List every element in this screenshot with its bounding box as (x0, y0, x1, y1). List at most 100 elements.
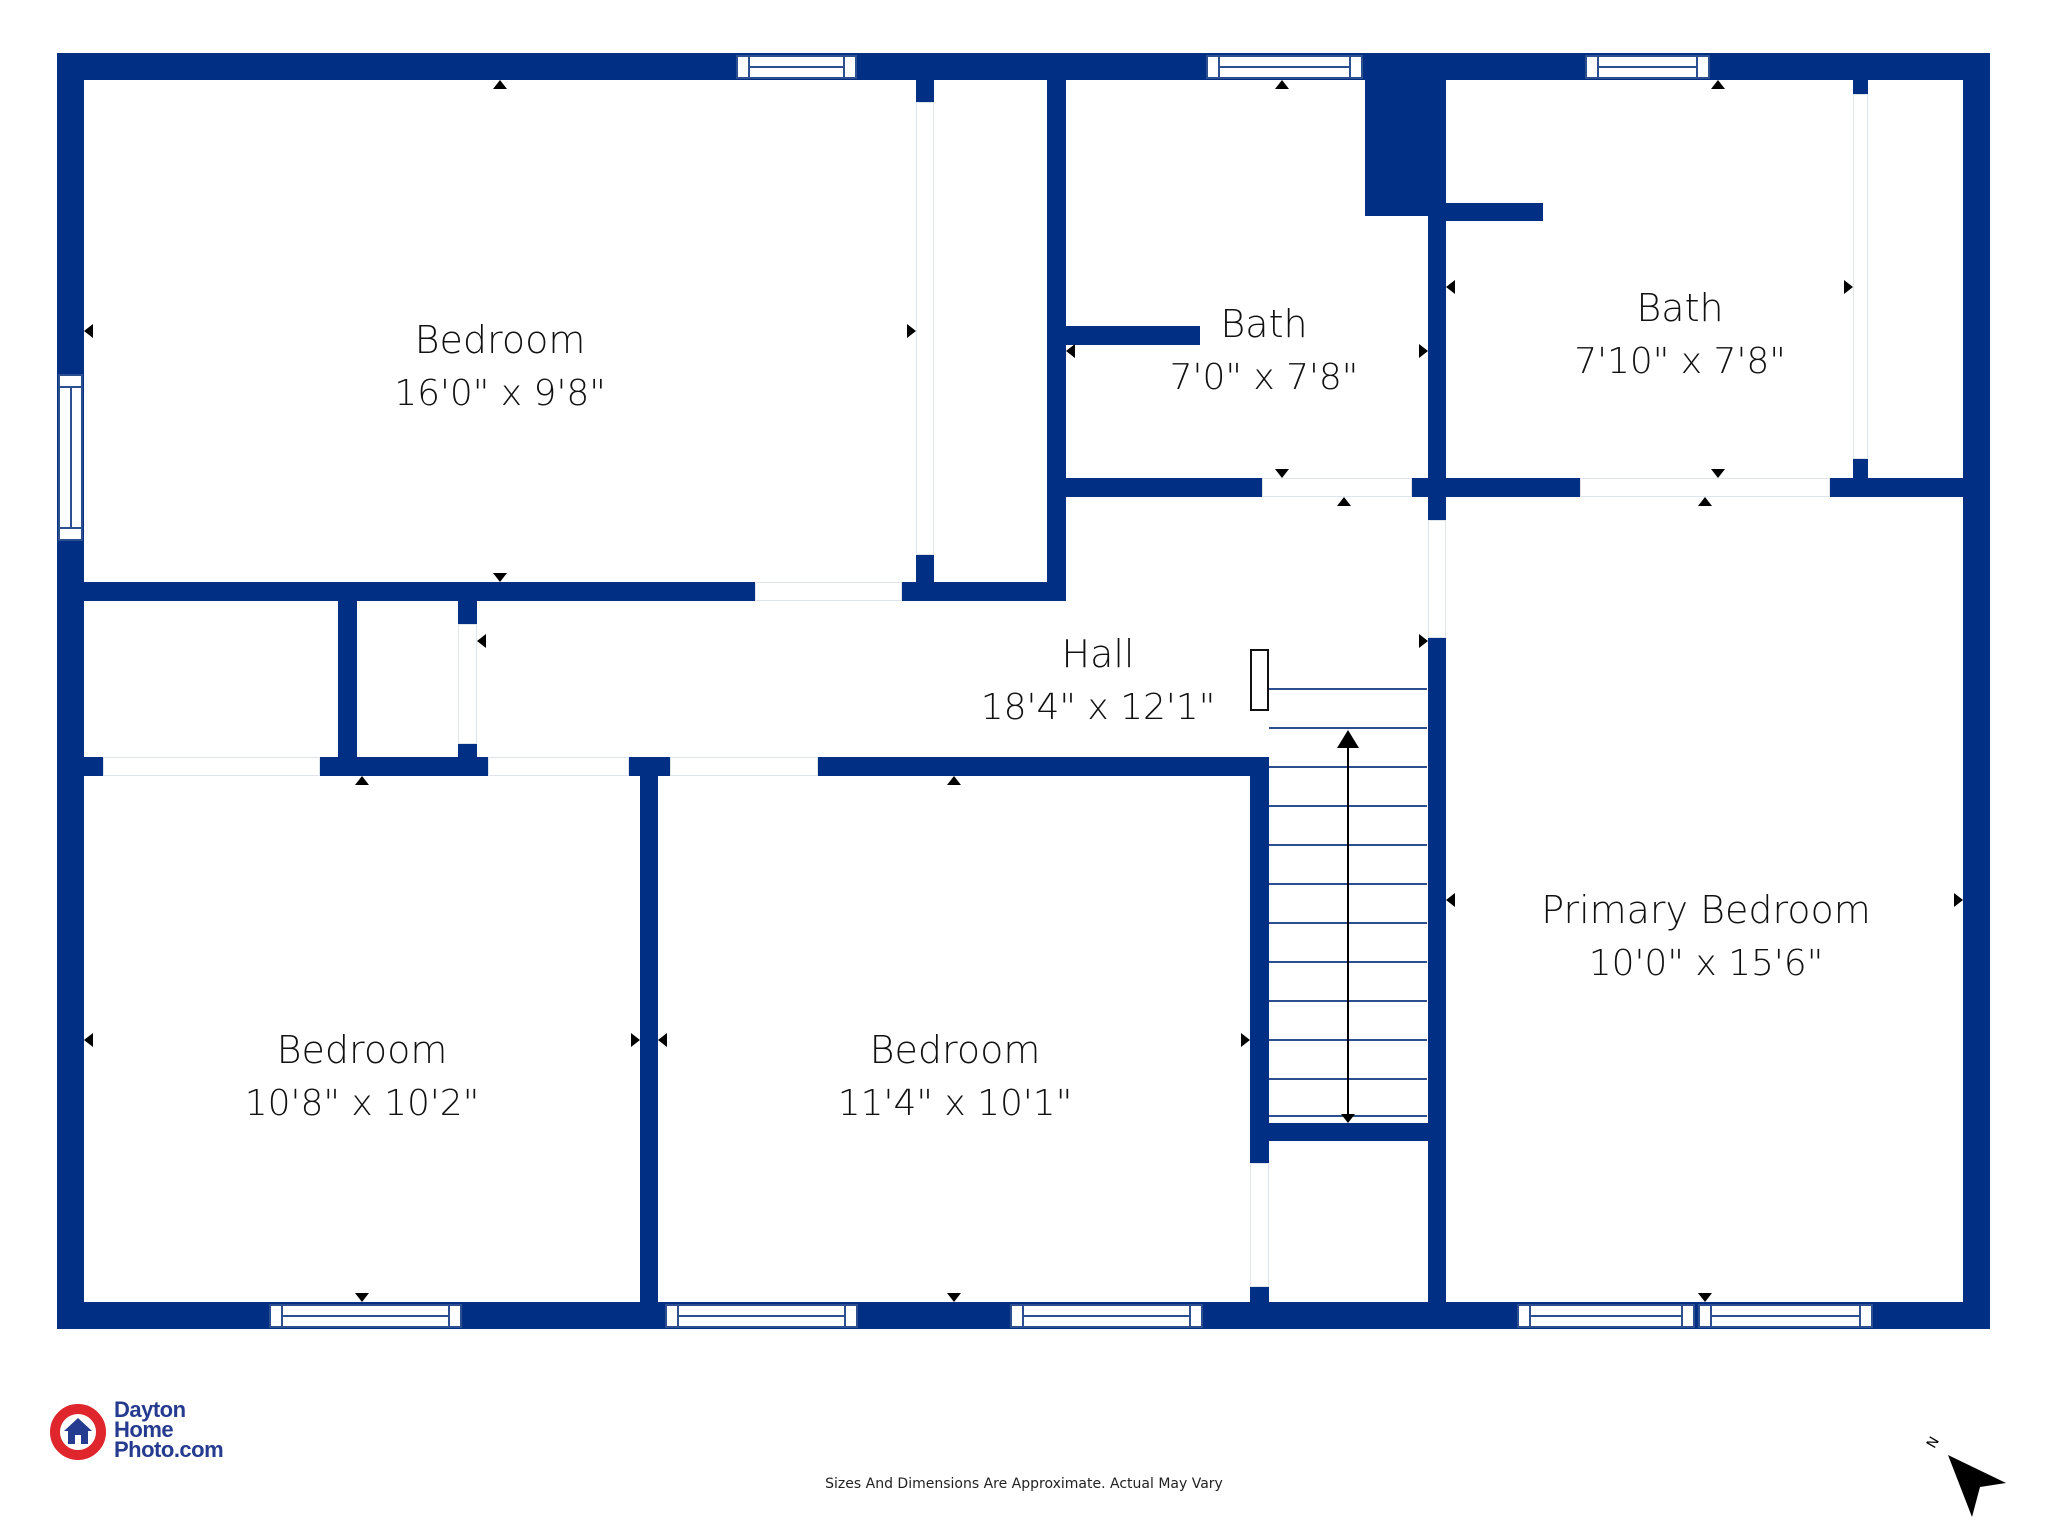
stair-tread (1269, 688, 1427, 690)
dimension-marker-icon (947, 776, 961, 785)
room-name: Bath (1220, 302, 1308, 346)
stair-landing-wall (1269, 1123, 1428, 1141)
room-dimensions: 7'0" x 7'8" (1169, 357, 1359, 398)
dimension-marker-icon (1698, 1293, 1712, 1302)
dimension-marker-icon (658, 1033, 667, 1047)
room-dimensions: 7'10" x 7'8" (1574, 341, 1786, 382)
closet-opening (1853, 94, 1868, 459)
stair-end-marker-icon (1341, 1114, 1355, 1123)
room-label-bedroom-2: Bedroom 10'8" x 10'2" (245, 1028, 480, 1126)
dimension-marker-icon (907, 324, 916, 338)
bedroom-3-doorway (670, 757, 818, 776)
dimension-marker-icon (1275, 80, 1289, 89)
house-icon (64, 1418, 92, 1444)
room-name: Bath (1636, 286, 1724, 330)
interior-wall (84, 757, 103, 776)
interior-wall (629, 757, 670, 776)
room-dimensions: 10'8" x 10'2" (244, 1083, 480, 1124)
closet-wall (1853, 80, 1868, 94)
dimension-marker-icon (631, 1033, 640, 1047)
window (1585, 55, 1710, 79)
window (269, 1304, 462, 1328)
room-label-bedroom-1: Bedroom 16'0" x 9'8" (394, 318, 606, 416)
room-name: Bedroom (276, 1028, 448, 1072)
dimension-marker-icon (493, 80, 507, 89)
dimension-marker-icon (1275, 469, 1289, 478)
dimension-marker-icon (1446, 280, 1455, 294)
closet-opening (103, 757, 320, 776)
room-name: Hall (1061, 632, 1135, 676)
dimension-marker-icon (1446, 893, 1455, 907)
interior-wall (902, 582, 1066, 601)
dimension-marker-icon (493, 573, 507, 582)
dimension-marker-icon (84, 324, 93, 338)
dimension-marker-icon (1698, 497, 1712, 506)
stair-wall (1250, 757, 1269, 1163)
north-arrow-icon: N (1920, 1425, 2020, 1525)
room-dimensions: 11'4" x 10'1" (837, 1083, 1073, 1124)
stair-tread (1269, 727, 1427, 729)
closet-opening (916, 102, 934, 555)
dimension-marker-icon (355, 1293, 369, 1302)
interior-wall (320, 757, 488, 776)
dimension-marker-icon (477, 634, 486, 648)
window (736, 55, 857, 79)
window (58, 374, 83, 541)
chimney-block (1365, 80, 1428, 216)
brand-logo: Dayton Home Photo.com (48, 1399, 268, 1470)
interior-wall (1066, 478, 1262, 497)
interior-wall (640, 776, 658, 1302)
room-name: Bedroom (414, 318, 586, 362)
window (665, 1304, 858, 1328)
interior-wall (1428, 638, 1446, 1302)
dimension-marker-icon (1711, 80, 1725, 89)
outer-wall-right (1963, 53, 1990, 1329)
dimension-marker-icon (1337, 497, 1351, 506)
camera-house-icon (50, 1404, 106, 1460)
dimension-marker-icon (1954, 893, 1963, 907)
room-label-hall: Hall 18'4" x 12'1" (981, 632, 1216, 730)
dimension-marker-icon (1066, 344, 1075, 358)
window (1206, 55, 1363, 79)
room-label-bath-1: Bath 7'0" x 7'8" (1170, 302, 1359, 400)
disclaimer-text: Sizes And Dimensions Are Approximate. Ac… (825, 1476, 1223, 1492)
bath-shelf-wall (1066, 326, 1200, 345)
room-label-bedroom-3: Bedroom 11'4" x 10'1" (838, 1028, 1073, 1126)
outer-wall-left (57, 53, 84, 1329)
room-dimensions: 18'4" x 12'1" (980, 687, 1216, 728)
dimension-marker-icon (1419, 344, 1428, 358)
closet-wall (458, 601, 477, 624)
closet-wall (338, 601, 357, 757)
interior-wall (1830, 478, 1963, 497)
stair-wall (1250, 1287, 1269, 1302)
dimension-marker-icon (947, 1293, 961, 1302)
closet-wall (916, 80, 934, 102)
stair-arrow-up-icon (1337, 730, 1359, 748)
interior-wall (1047, 80, 1066, 601)
interior-wall (84, 582, 755, 601)
room-name: Primary Bedroom (1541, 888, 1871, 932)
interior-wall (1428, 80, 1446, 520)
dimension-marker-icon (84, 1033, 93, 1047)
bath-shelf-wall (1443, 203, 1543, 221)
closet-wall (458, 744, 477, 757)
window (1010, 1304, 1203, 1328)
interior-wall (1446, 478, 1580, 497)
closet-wall (1853, 459, 1868, 479)
room-label-bath-2: Bath 7'10" x 7'8" (1574, 286, 1786, 384)
bedroom-2-doorway (488, 757, 629, 776)
bath-1-doorway (1262, 478, 1412, 497)
room-name: Bedroom (869, 1028, 1041, 1072)
closet-opening (458, 624, 477, 744)
dimension-marker-icon (1241, 1033, 1250, 1047)
dimension-marker-icon (1419, 634, 1428, 648)
newel-post (1250, 649, 1269, 711)
dimension-marker-icon (1844, 280, 1853, 294)
bath-2-doorway (1580, 478, 1830, 497)
room-dimensions: 10'0" x 15'6" (1588, 943, 1824, 984)
dimension-marker-icon (355, 776, 369, 785)
dimension-marker-icon (1711, 469, 1725, 478)
primary-bedroom-doorway (1428, 520, 1446, 638)
stair-direction-line (1347, 745, 1349, 1115)
